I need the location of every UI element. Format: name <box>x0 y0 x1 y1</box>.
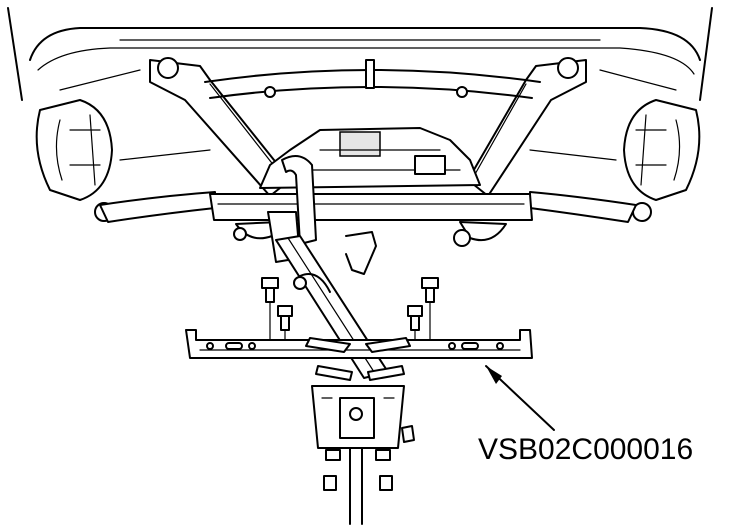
jack-post <box>323 447 393 525</box>
vehicle-body-outline <box>7 7 713 101</box>
mounting-bolt-left-lower <box>277 305 293 331</box>
right-wheel-hub <box>623 99 701 222</box>
plate-pads <box>305 337 411 381</box>
mounting-bolt-left-upper <box>261 277 279 303</box>
bolt-guide-lines <box>269 301 431 345</box>
left-wheel-hub <box>35 99 114 222</box>
adapter-plate <box>185 329 533 359</box>
mounting-bolt-right-lower <box>407 305 423 331</box>
support-strap <box>267 155 317 263</box>
lower-arms <box>99 149 637 223</box>
callout-leader <box>485 365 555 431</box>
mounting-bolt-right-upper <box>421 277 439 303</box>
jack-head <box>311 385 415 449</box>
strap-hook <box>293 273 331 293</box>
center-housing <box>259 127 481 189</box>
cross-rod <box>204 59 541 99</box>
subframe-crossmember <box>209 193 533 247</box>
right-upper-arm <box>467 57 587 197</box>
callout-label: VSB02C000016 <box>478 433 693 466</box>
safety-clip <box>345 231 377 275</box>
